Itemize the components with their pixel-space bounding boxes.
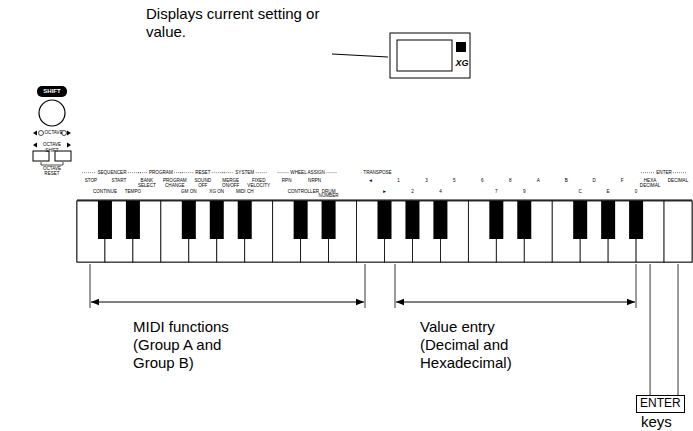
black-key: [210, 201, 224, 239]
shift-button: [39, 100, 65, 126]
keybed: [77, 201, 692, 262]
caption-text: keys: [641, 413, 672, 431]
shift-label: SHIFT: [37, 88, 67, 95]
callout-text: Displays current setting or value.: [146, 5, 336, 41]
key-label: D: [581, 179, 607, 184]
key-label: XG ON: [204, 190, 230, 195]
key-label: 6: [469, 179, 495, 184]
key-label: BANK SELECT: [134, 179, 160, 189]
key-label: MIDI CH: [232, 190, 258, 195]
enter-leader: [650, 264, 651, 395]
range-arrows: [90, 264, 678, 395]
key-label: RPN: [274, 179, 300, 184]
key-label: 5: [441, 179, 467, 184]
black-key: [489, 201, 503, 239]
key-label: 9: [511, 190, 537, 195]
range-tick: [365, 264, 366, 308]
key-label: SOUND OFF: [190, 179, 216, 189]
lcd-icon: [456, 42, 466, 52]
black-key: [294, 201, 308, 239]
key-name-box: ENTER: [636, 395, 685, 413]
octave-arrow: [67, 131, 71, 136]
key-label: 0: [623, 190, 649, 195]
leader-line: [332, 54, 388, 57]
key-label: CONTINUE: [92, 190, 118, 195]
key-name: ENTER: [640, 396, 681, 412]
key-label: B: [553, 179, 579, 184]
lcd-screen: [397, 40, 452, 71]
key-label: CONTROLLER: [288, 190, 314, 195]
black-key: [629, 201, 643, 239]
range-tick: [636, 264, 637, 308]
black-key: [601, 201, 615, 239]
key-label: MERGE ON/OFF: [218, 179, 244, 189]
enter-leader: [678, 264, 679, 395]
piano-keys: [77, 200, 692, 262]
octave-led: [62, 131, 67, 136]
key-label: DECIMAL: [665, 179, 691, 184]
key-label: 7: [483, 190, 509, 195]
key-label: PROGRAM CHANGE: [162, 179, 188, 189]
key-label: A: [525, 179, 551, 184]
black-key: [517, 201, 531, 239]
octave-reset-label: OCTAVE RESET: [36, 166, 68, 177]
group-header: RESET: [194, 170, 211, 175]
shift-pill: [37, 86, 67, 97]
lcd-housing: [390, 33, 470, 78]
key-label: 2: [399, 190, 425, 195]
octave-shift-label: OCTAVE SHIFT: [38, 142, 66, 153]
black-key: [405, 201, 419, 239]
key-label: NRPN: [302, 179, 328, 184]
octave-arrow: [33, 131, 37, 136]
octave-led: [39, 131, 44, 136]
octave-label: OCTAVE: [45, 130, 61, 135]
black-key: [573, 201, 587, 239]
range-arrow: [396, 302, 635, 303]
range-tick: [90, 264, 91, 308]
key-label: DRUM NUMBER: [316, 190, 342, 200]
reset-bracket: [41, 162, 63, 165]
group-header: SEQUENCER: [96, 170, 127, 175]
key-label: 4: [427, 190, 453, 195]
key-label: HEXA DECIMAL: [637, 179, 663, 189]
key-label: C: [567, 190, 593, 195]
black-key: [433, 201, 447, 239]
black-key: [378, 201, 392, 239]
group-header: TRANSPOSE: [362, 170, 392, 175]
key-label: FIXED VELOCITY: [246, 179, 272, 189]
black-key: [98, 201, 112, 239]
black-key: [322, 201, 336, 239]
key-label: 3: [413, 179, 439, 184]
black-key: [238, 201, 252, 239]
white-key: [664, 201, 692, 262]
octave-shift-arrow: [33, 143, 37, 148]
panel-edge: [77, 200, 692, 201]
group-header: WHEEL ASSIGN: [289, 170, 326, 175]
range-caption: Value entry (Decimal and Hexadecimal): [420, 318, 530, 372]
range-caption: MIDI functions (Group A and Group B): [133, 318, 251, 372]
key-label: TEMPO: [120, 190, 146, 195]
key-label: E: [595, 190, 621, 195]
key-label: ►: [372, 190, 398, 195]
black-key: [182, 201, 196, 239]
group-header: SYSTEM: [234, 170, 255, 175]
black-key: [126, 201, 140, 239]
octave-shift-arrow: [67, 143, 71, 148]
key-label: 1: [385, 179, 411, 184]
key-label: ◄: [358, 179, 384, 184]
key-label: START: [106, 179, 132, 184]
key-label: GM ON: [176, 190, 202, 195]
range-tick: [395, 264, 396, 308]
range-arrow: [91, 302, 364, 303]
key-label: STOP: [78, 179, 104, 184]
group-header: PROGRAM: [148, 170, 174, 175]
logo: XG: [455, 58, 469, 68]
group-header: ENTER: [655, 170, 673, 175]
key-label: F: [609, 179, 635, 184]
key-label: 8: [497, 179, 523, 184]
